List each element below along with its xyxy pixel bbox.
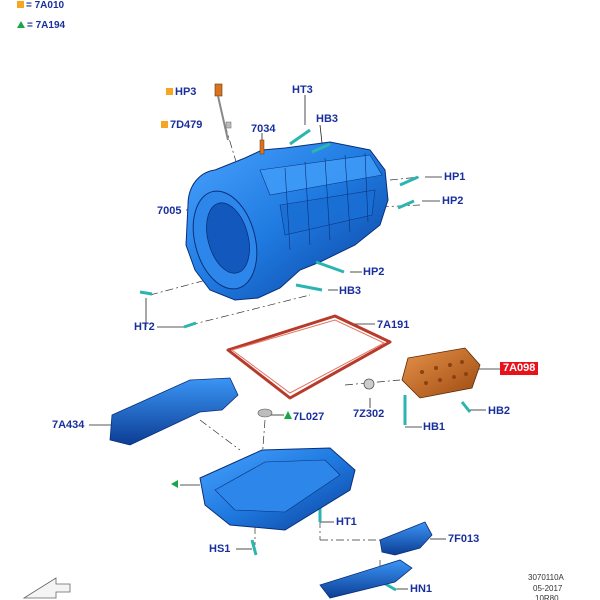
label-7A098-highlighted: 7A098 — [500, 362, 539, 375]
label-HN1: HN1 — [410, 583, 433, 595]
label-HP3: HP3 — [175, 86, 197, 98]
label-HP2-mid: HP2 — [363, 266, 385, 278]
label-7A191: 7A191 — [377, 319, 410, 331]
label-HP1: HP1 — [444, 171, 466, 183]
reference-code: 3070110A — [528, 573, 564, 582]
label-HS1: HS1 — [209, 543, 231, 555]
label-HP2-right: HP2 — [442, 195, 464, 207]
label-7Z302: 7Z302 — [353, 408, 385, 420]
label-HT3: HT3 — [292, 84, 313, 96]
legend-item-square: = 7A010 — [17, 0, 64, 11]
reference-date: 05-2017 — [533, 584, 563, 593]
label-HB1: HB1 — [423, 421, 446, 433]
label-7F013: 7F013 — [448, 533, 480, 545]
vehicle-front-arrow-icon — [22, 577, 71, 599]
legend-text-triangle: = 7A194 — [27, 20, 66, 31]
bracket-7F013 — [379, 521, 433, 556]
legend-item-triangle: = 7A194 — [17, 20, 65, 31]
label-7L027: 7L027 — [293, 411, 325, 423]
lower-shield — [319, 559, 413, 599]
label-7D479: 7D479 — [170, 119, 203, 131]
label-7034: 7034 — [251, 123, 276, 135]
label-HB3-mid: HB3 — [339, 285, 362, 297]
reference-extra: 10R80 — [535, 594, 559, 600]
orange-square-icon — [17, 1, 24, 8]
label-HB3-top: HB3 — [316, 113, 339, 125]
green-triangle-icon — [17, 21, 25, 28]
transmission-case — [185, 141, 389, 301]
highlighted-part-7A098 — [401, 347, 481, 399]
label-HT1: HT1 — [336, 516, 357, 528]
legend-text-square: = 7A010 — [26, 0, 65, 11]
label-7A434: 7A434 — [52, 419, 85, 431]
heat-shield-7A434 — [109, 377, 239, 446]
label-HB2: HB2 — [488, 405, 511, 417]
pan-gasket — [226, 314, 392, 400]
label-HT2: HT2 — [134, 321, 155, 333]
label-7005: 7005 — [157, 205, 182, 217]
